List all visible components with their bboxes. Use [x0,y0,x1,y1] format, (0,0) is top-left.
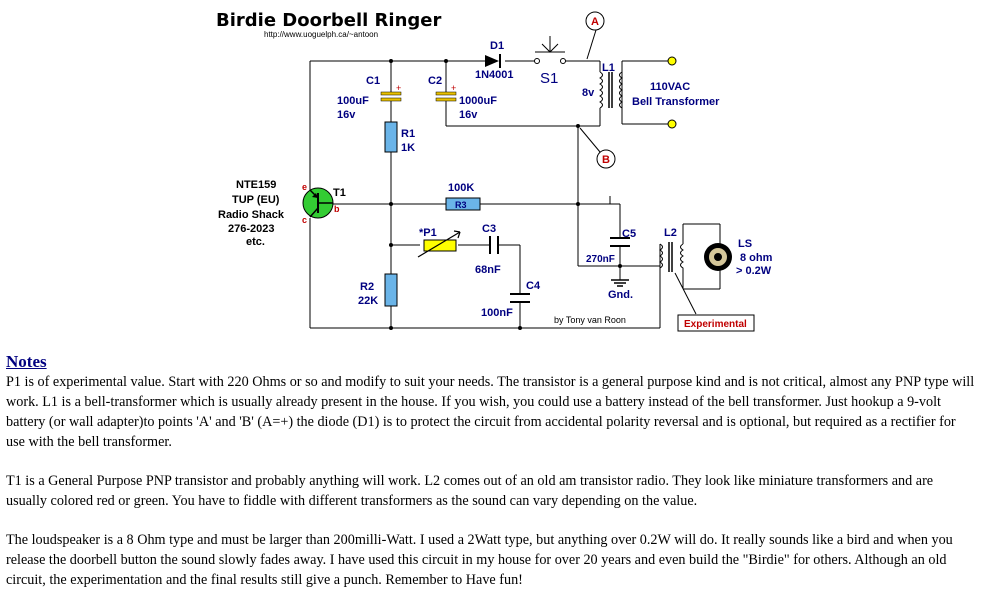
diagram-url: http://www.uoguelph.ca/~antoon [264,30,378,39]
loudspeaker-ls: LS 8 ohm > 0.2W [704,238,773,277]
svg-text:e: e [302,182,307,192]
c2-voltage: 16v [459,109,478,121]
transformer-l2: L2 [659,227,684,272]
c1-voltage: 16v [337,109,356,121]
c1-name: C1 [366,75,380,87]
svg-text:+: + [451,83,456,93]
c3-name: C3 [482,223,496,235]
capacitor-c4: C4 100nF [481,280,541,319]
capacitor-c3: C3 68nF [475,223,501,276]
circuit-schematic: Birdie Doorbell Ringer http://www.uoguel… [216,10,773,332]
ground-symbol: Gnd. [608,279,633,301]
svg-text:A: A [591,16,599,28]
resistor-r2: R2 22K [358,273,398,307]
t1-line-3: 276-2023 [228,223,275,235]
c5-value: 270nF [586,254,615,265]
notes-paragraph-1: P1 is of experimental value. Start with … [6,374,975,450]
ls-impedance: 8 ohm [740,252,773,264]
point-a: A [585,11,605,60]
l1-desc: Bell Transformer [632,96,720,108]
notes-paragraph-3: The loudspeaker is a 8 Ohm type and must… [6,532,953,588]
l1-line-voltage: 110VAC [650,81,690,93]
r3-name: R3 [455,200,467,210]
diagram-title: Birdie Doorbell Ringer [216,10,441,31]
c5-name: C5 [622,228,636,240]
capacitor-c5: C5 270nF [586,228,636,265]
experimental-label: Experimental [684,319,747,330]
t1-line-2: Radio Shack [218,209,285,221]
r2-name: R2 [360,281,374,293]
gnd-label: Gnd. [608,289,633,301]
capacitor-c2: + C2 1000uF 16v [428,75,497,121]
svg-text:b: b [334,204,340,214]
s1-name: S1 [540,70,558,87]
t1-line-0: NTE159 [236,179,276,191]
potentiometer-p1: *P1 [417,227,461,258]
resistor-r3: R3 100K [445,182,481,211]
t1-line-1: TUP (EU) [232,194,280,206]
p1-name: *P1 [419,227,437,239]
point-b: B [579,127,616,169]
resistor-r1: R1 1K [384,121,415,154]
transformer-l1: L1 8v 110VAC Bell Transformer [582,56,720,129]
t1-name: T1 [333,187,346,199]
t1-line-4: etc. [246,236,265,248]
transistor-t1: e b c T1 NTE159 TUP (EU) Radio Shack 276… [218,179,346,248]
r1-value: 1K [401,142,415,154]
switch-s1: S1 [534,36,566,87]
r3-value: 100K [448,182,474,194]
notes-heading: Notes [6,352,47,371]
c2-name: C2 [428,75,442,87]
c2-value: 1000uF [459,95,497,107]
c1-value: 100uF [337,95,369,107]
c4-name: C4 [526,280,541,292]
l2-name: L2 [664,227,677,239]
notes-paragraph-2: T1 is a General Purpose PNP transistor a… [6,473,934,509]
diode-d1: D1 1N4001 [475,40,514,81]
diagram-credit: by Tony van Roon [554,315,626,325]
l1-name: L1 [602,62,615,74]
r2-value: 22K [358,295,378,307]
capacitor-c1: + C1 100uF 16v [337,75,401,121]
c3-value: 68nF [475,264,501,276]
notes-section: Notes P1 is of experimental value. Start… [6,352,976,609]
svg-text:B: B [602,154,610,166]
ls-power: > 0.2W [736,265,772,277]
junction-dots [389,59,622,330]
ls-name: LS [738,238,752,250]
svg-text:c: c [302,215,307,225]
wires [309,60,721,329]
d1-part: 1N4001 [475,69,514,81]
svg-text:+: + [396,83,401,93]
d1-name: D1 [490,40,504,52]
experimental-tag: Experimental [674,272,755,332]
r1-name: R1 [401,128,415,140]
c4-value: 100nF [481,307,513,319]
l1-voltage: 8v [582,87,595,99]
